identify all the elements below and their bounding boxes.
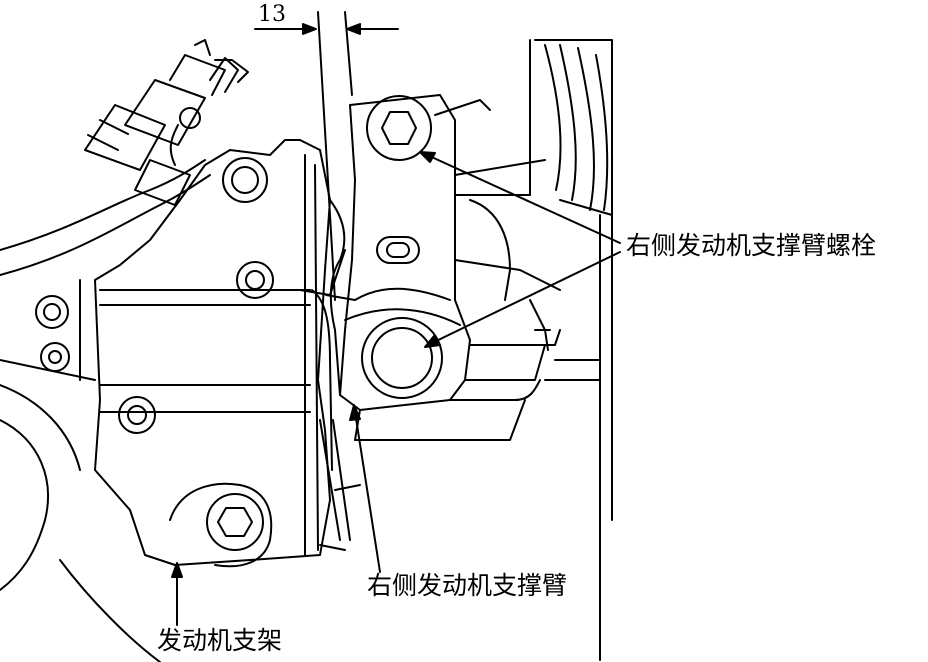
block-boss-1 — [40, 342, 70, 372]
arrowhead-left — [302, 23, 317, 35]
label-engine-bracket: 发动机支架 — [157, 626, 283, 655]
arrowhead-right — [346, 23, 361, 35]
bracket-bolt-lower — [118, 396, 156, 434]
engine-block — [0, 279, 161, 662]
support-arm-bolt-lower — [361, 317, 443, 399]
wiring-harness — [0, 39, 249, 276]
dimension-label: 13 — [258, 2, 286, 27]
dimension-line-left — [317, 11, 336, 301]
body-frame — [529, 39, 613, 661]
bracket-bolt-bottom — [206, 493, 264, 551]
leader-arm — [354, 411, 381, 573]
dimension-line-right — [344, 11, 353, 96]
block-boss-2 — [35, 295, 69, 329]
leader-upper-bolt — [424, 153, 621, 244]
arm-slot-hole — [376, 236, 420, 264]
connector-1 — [84, 104, 166, 171]
leader-lower-bolt — [429, 251, 621, 345]
support-arm-bolt-upper — [366, 95, 432, 161]
bracket-bolt-middle — [236, 261, 274, 299]
label-support-arm-bolts: 右侧发动机支撑臂螺栓 — [626, 231, 877, 260]
engine-bracket — [94, 139, 346, 568]
label-support-arm: 右侧发动机支撑臂 — [367, 571, 568, 600]
dimension-13 — [254, 11, 399, 301]
connector-2 — [124, 79, 206, 146]
engine-support-arm — [311, 94, 561, 551]
bracket-bolt-top — [222, 157, 268, 203]
leader-lines — [171, 151, 621, 626]
